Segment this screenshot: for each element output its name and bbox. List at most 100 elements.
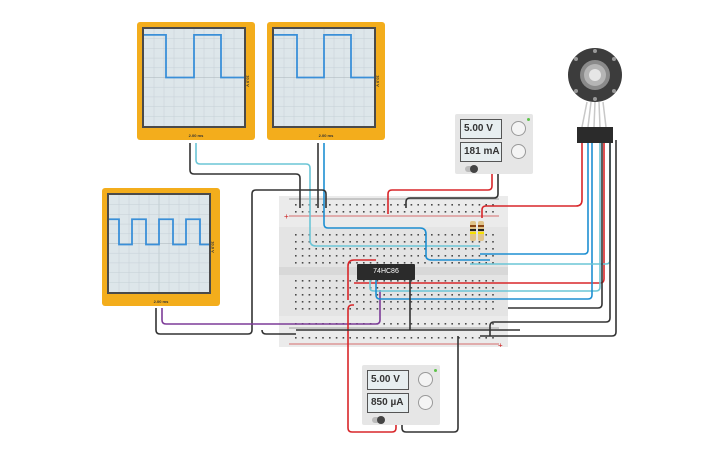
breadboard-hole — [397, 248, 399, 250]
breadboard-hole — [390, 287, 392, 289]
breadboard-hole — [410, 262, 413, 264]
wire-black[interactable] — [489, 140, 611, 336]
wire-red[interactable] — [481, 140, 583, 218]
breadboard-hole — [431, 204, 433, 206]
breadboard-hole — [444, 280, 447, 282]
breadboard-hole — [383, 262, 385, 264]
breadboard-hole — [342, 308, 345, 310]
breadboard-hole — [308, 248, 311, 250]
breadboard-hole — [356, 248, 358, 250]
breadboard-hole — [376, 211, 379, 213]
breadboard-hole — [492, 262, 494, 264]
breadboard-hole — [329, 287, 331, 289]
wire-blue[interactable] — [375, 140, 593, 300]
breadboard-hole — [383, 337, 385, 339]
ic-74hc86[interactable]: 74HC86 — [357, 264, 415, 280]
breadboard-hole — [444, 287, 447, 289]
breadboard-hole — [424, 280, 426, 282]
breadboard-hole — [471, 204, 474, 206]
wire-red[interactable] — [387, 172, 493, 214]
wire-black[interactable] — [189, 143, 301, 208]
resistor-pair[interactable] — [469, 219, 487, 245]
breadboard-hole — [329, 241, 331, 243]
power-switch[interactable] — [372, 416, 385, 424]
breadboard-hole — [349, 280, 351, 282]
wire-black[interactable] — [480, 140, 617, 337]
power-switch[interactable] — [465, 165, 478, 173]
wire-purple[interactable] — [161, 290, 381, 325]
breadboard-hole — [458, 262, 460, 264]
breadboard-hole — [322, 308, 324, 310]
power-supply-top[interactable]: 5.00 V 181 mA — [455, 114, 533, 174]
breadboard-hole — [397, 287, 399, 289]
breadboard-hole — [431, 241, 433, 243]
power-supply-bottom[interactable]: 5.00 V 850 µA — [362, 365, 440, 425]
breadboard-hole — [458, 255, 460, 257]
voltage-knob[interactable] — [511, 121, 526, 136]
breadboard-hole — [295, 255, 297, 257]
breadboard-hole — [437, 308, 440, 310]
breadboard-hole — [376, 262, 379, 264]
breadboard-hole — [471, 301, 474, 303]
breadboard-hole — [444, 294, 447, 296]
breadboard[interactable]: + + — [279, 196, 508, 347]
power-led — [527, 118, 530, 121]
wire-black[interactable] — [261, 329, 296, 335]
breadboard-hole — [322, 294, 324, 296]
wire-black[interactable] — [155, 189, 327, 335]
breadboard-hole — [397, 204, 399, 206]
breadboard-hole — [308, 255, 311, 257]
breadboard-hole — [390, 211, 392, 213]
wire-blue[interactable] — [480, 140, 589, 255]
breadboard-hole — [451, 308, 453, 310]
breadboard-hole — [301, 301, 304, 303]
breadboard-hole — [356, 287, 358, 289]
current-knob[interactable] — [511, 144, 526, 159]
breadboard-hole — [492, 287, 494, 289]
breadboard-hole — [369, 337, 372, 339]
current-knob[interactable] — [418, 395, 433, 410]
breadboard-hole — [335, 280, 338, 282]
breadboard-hole — [315, 204, 317, 206]
breadboard-hole — [471, 308, 474, 310]
breadboard-hole — [485, 294, 487, 296]
breadboard-hole — [356, 234, 358, 236]
breadboard-hole — [376, 294, 379, 296]
breadboard-hole — [410, 248, 413, 250]
breadboard-hole — [349, 262, 351, 264]
breadboard-hole — [329, 248, 331, 250]
oscilloscope-2[interactable]: 2.00 ms 10.0 V — [267, 22, 385, 140]
breadboard-hole — [424, 241, 426, 243]
breadboard-hole — [342, 301, 345, 303]
voltage-knob[interactable] — [418, 372, 433, 387]
breadboard-hole — [403, 248, 406, 250]
breadboard-hole — [410, 287, 413, 289]
breadboard-hole — [417, 262, 419, 264]
breadboard-hole — [383, 241, 385, 243]
oscilloscope-3[interactable]: 2.00 ms 10.0 V — [102, 188, 220, 306]
breadboard-hole — [295, 204, 297, 206]
rotary-encoder[interactable] — [565, 45, 625, 145]
breadboard-hole — [369, 248, 372, 250]
wire-black[interactable] — [405, 172, 499, 208]
wire-red[interactable] — [347, 259, 376, 300]
wire-lightblue[interactable] — [195, 143, 480, 247]
breadboard-hole — [458, 287, 460, 289]
wire-blue[interactable] — [323, 143, 490, 261]
breadboard-hole — [376, 280, 379, 282]
wire-black[interactable] — [508, 140, 603, 309]
breadboard-hole — [315, 241, 317, 243]
breadboard-hole — [342, 204, 345, 206]
wire-black[interactable] — [401, 336, 459, 433]
wire-red[interactable] — [347, 304, 397, 433]
breadboard-hole — [417, 301, 419, 303]
wire-lightblue[interactable] — [369, 140, 601, 292]
oscilloscope-1[interactable]: 2.00 ms 10.0 V — [137, 22, 255, 140]
breadboard-hole — [383, 308, 385, 310]
breadboard-hole — [390, 280, 392, 282]
breadboard-hole — [437, 337, 440, 339]
breadboard-hole — [444, 241, 447, 243]
breadboard-hole — [342, 262, 345, 264]
breadboard-hole — [424, 337, 426, 339]
